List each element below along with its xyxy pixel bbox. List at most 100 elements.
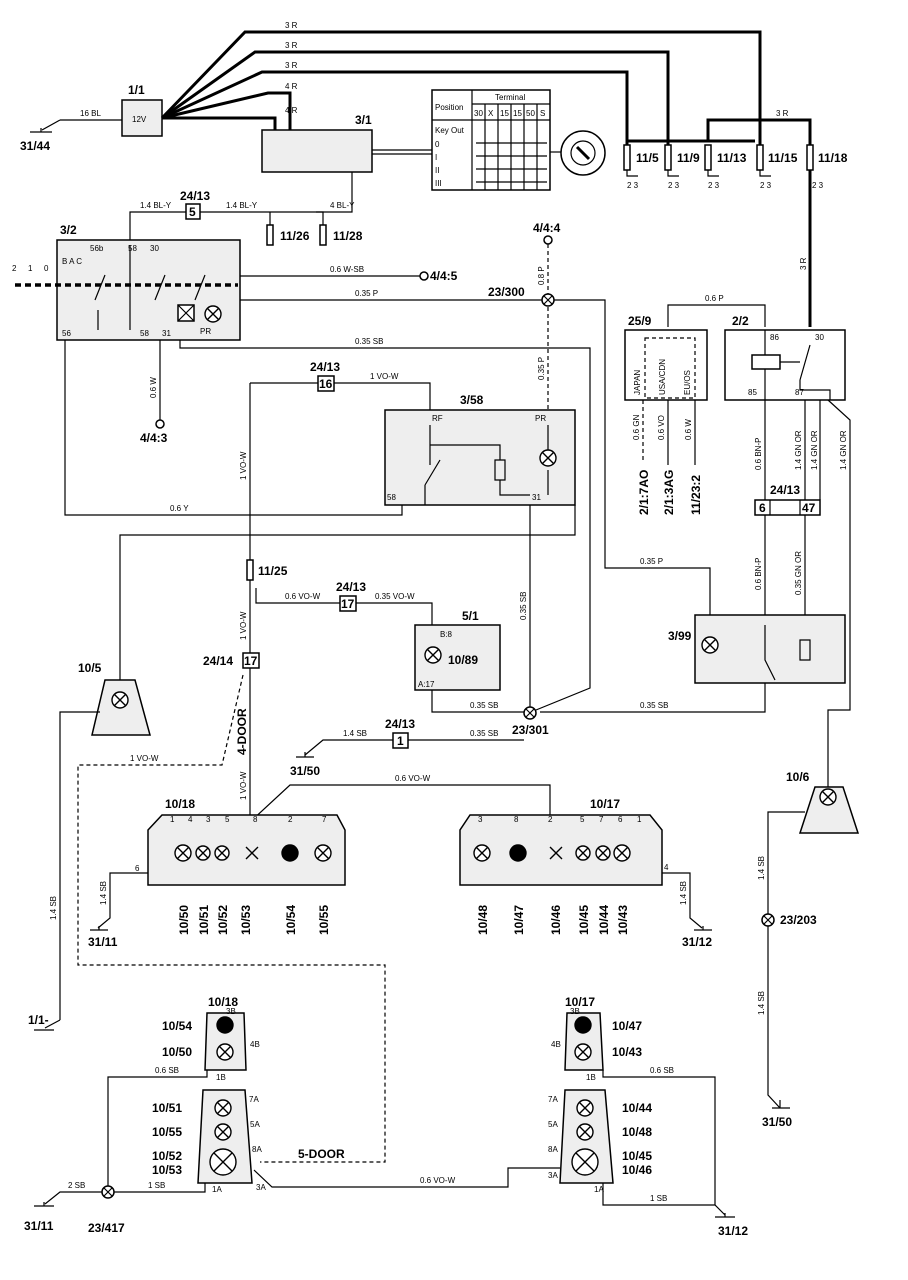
option-box <box>644 337 696 399</box>
connector-pin: 16 <box>319 377 333 391</box>
terminal-col: 50 <box>526 109 535 118</box>
pin-label: 7 <box>322 815 327 824</box>
lamp-label: 10/43 <box>616 905 630 935</box>
connector-ref <box>543 235 553 245</box>
lamp-icon <box>216 1043 234 1061</box>
fuse-label: 11/5 <box>636 151 659 165</box>
light-switch-3-2 <box>56 239 241 341</box>
connector-24-13 <box>754 499 821 516</box>
wire-06y <box>64 340 403 516</box>
pin-label: 1A <box>594 1185 604 1194</box>
connector-24-13 <box>392 732 409 749</box>
connector-24-13 <box>185 203 201 220</box>
lamp-label: 10/47 <box>512 905 526 935</box>
wire-035p <box>240 299 711 615</box>
wire-label: 1.4 BL-Y <box>226 201 258 210</box>
lamp-10-6 <box>798 786 860 834</box>
relay-label: 2/2 <box>732 314 749 328</box>
lamp-label: 10/55 <box>317 905 331 935</box>
wire-label: 1.4 SB <box>343 729 367 738</box>
svg-text:2 3: 2 3 <box>627 181 639 190</box>
terminal-label: 31 <box>532 493 541 502</box>
terminal-col: S <box>540 109 545 118</box>
lamp-label: 10/52 <box>152 1149 182 1163</box>
wire-label: 4 BL-Y <box>330 201 355 210</box>
connector-label: 24/13 <box>180 189 210 203</box>
switch-3-99 <box>694 614 846 684</box>
position-row: II <box>435 166 439 175</box>
fuse-11-13: 11/132 3 <box>704 144 747 190</box>
terminal-label: 56b <box>90 244 104 253</box>
ground-icon <box>34 1019 61 1031</box>
wire-14sb <box>304 739 524 756</box>
wire-label: 0.6 P <box>705 294 724 303</box>
wire-label: 0.6 BN-P <box>754 438 763 470</box>
splice-23-203 <box>761 913 775 927</box>
svg-text:2 3: 2 3 <box>668 181 680 190</box>
terminal-label: 31 <box>162 329 171 338</box>
wire-label: 0.35 GN OR <box>794 551 803 595</box>
wire-label: 1.4 GN OR <box>839 430 848 470</box>
ground-label: 31/44 <box>20 139 50 153</box>
pin-label: 7A <box>249 1095 259 1104</box>
wire-label: 0.6 SB <box>155 1066 179 1075</box>
terminal-label: 86 <box>770 333 779 342</box>
pin-label: 1 <box>637 815 642 824</box>
wire-14sb <box>767 811 805 1109</box>
wire-label: 0.6 VO-W <box>395 774 431 783</box>
wire-label: 0.35 SB <box>355 337 383 346</box>
wire-label: 1.4 SB <box>99 881 108 905</box>
lamp-icon <box>216 1016 234 1034</box>
position-row: III <box>435 179 442 188</box>
wire-label: 16 BL <box>80 109 101 118</box>
wire-label: 0.6 W-SB <box>330 265 364 274</box>
position-table: Position Terminal 30 X 15 15 50 S Key Ou… <box>431 89 551 191</box>
wire-label: 0.35 P <box>537 357 546 380</box>
wire-label: 0.35 SB <box>470 701 498 710</box>
terminal-label: B:8 <box>440 630 453 639</box>
wire-label: 0.6 W <box>684 419 693 440</box>
ground-label: 31/50 <box>762 1115 792 1129</box>
svg-text:2 3: 2 3 <box>708 181 720 190</box>
lamp-label: 10/47 <box>612 1019 642 1033</box>
splice-label: 23/300 <box>488 285 525 299</box>
pin-label: 4B <box>250 1040 260 1049</box>
terminal-label: 87 <box>795 388 804 397</box>
terminal-header: Terminal <box>495 93 525 102</box>
wire-label: 0.6 VO-W <box>285 592 321 601</box>
lamp-label: 10/50 <box>162 1045 192 1059</box>
wire-label: 3 R <box>285 61 298 70</box>
relay-contacts <box>764 330 831 400</box>
battery-voltage: 12V <box>132 115 147 124</box>
fuse-label: 11/18 <box>818 151 848 165</box>
lamp-label: 10/89 <box>448 653 478 667</box>
connector-label: 24/14 <box>203 654 233 668</box>
lamp-icon <box>574 1043 592 1061</box>
lamp-label: 10/43 <box>612 1045 642 1059</box>
reference-label: 2/1:7AO <box>637 470 651 515</box>
connector-label: 24/13 <box>336 580 366 594</box>
ground-label: 31/12 <box>718 1224 748 1238</box>
pin-label: 2 <box>548 815 553 824</box>
reference-label: 4/4:5 <box>430 269 458 283</box>
relay-2-2 <box>724 329 846 401</box>
pin-label: 4 <box>664 863 669 872</box>
connector-label: 24/13 <box>385 717 415 731</box>
lamp-icon <box>214 1099 232 1117</box>
connector-label: 24/13 <box>770 483 800 497</box>
wire-06p <box>667 304 766 327</box>
fuse-11-5: 11/5 2 3 <box>623 144 659 190</box>
reference-label: 2/1:3AG <box>662 470 676 515</box>
wire-label: 2 SB <box>68 1181 85 1190</box>
wire-06vo <box>667 400 696 465</box>
wire-label: 1.4 GN OR <box>794 430 803 470</box>
svg-text:2 3: 2 3 <box>812 181 824 190</box>
wire-035sb <box>179 340 591 711</box>
terminal-label: RF <box>432 414 443 423</box>
wire-5door <box>77 674 386 1163</box>
terminal-col: 30 <box>474 109 483 118</box>
tail-lamp-10-18 <box>147 814 346 886</box>
switch-contacts <box>540 625 811 713</box>
pin-label: 3A <box>548 1171 558 1180</box>
wire-1sb <box>602 1183 735 1218</box>
